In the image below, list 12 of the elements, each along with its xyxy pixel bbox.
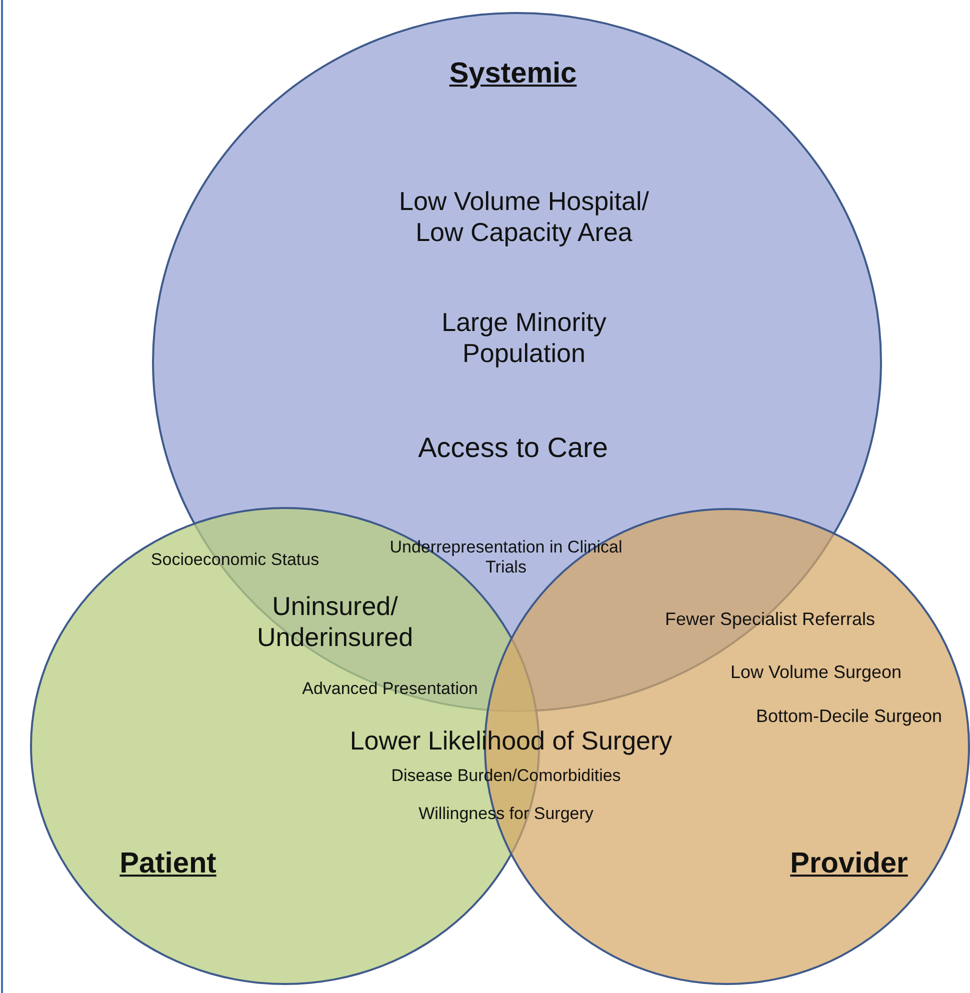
- factor-text: Fewer Specialist Referrals: [664, 609, 876, 631]
- factor-text: Low Volume Hospital/ Low Capacity Area: [398, 186, 650, 248]
- factor-text: Bottom-Decile Surgeon: [756, 706, 942, 728]
- factor-text: Access to Care: [418, 431, 608, 465]
- circle-heading: Provider: [790, 846, 908, 882]
- factor-text: Low Volume Surgeon: [730, 662, 902, 684]
- factor-text: Uninsured/ Underinsured: [256, 590, 414, 654]
- circle-heading: Patient: [120, 846, 216, 882]
- factor-text: Socioeconomic Status: [150, 550, 320, 570]
- factor-text: Large Minority Population: [440, 306, 608, 370]
- factor-text: Advanced Presentation: [302, 678, 478, 700]
- circle-heading: Systemic: [449, 56, 577, 92]
